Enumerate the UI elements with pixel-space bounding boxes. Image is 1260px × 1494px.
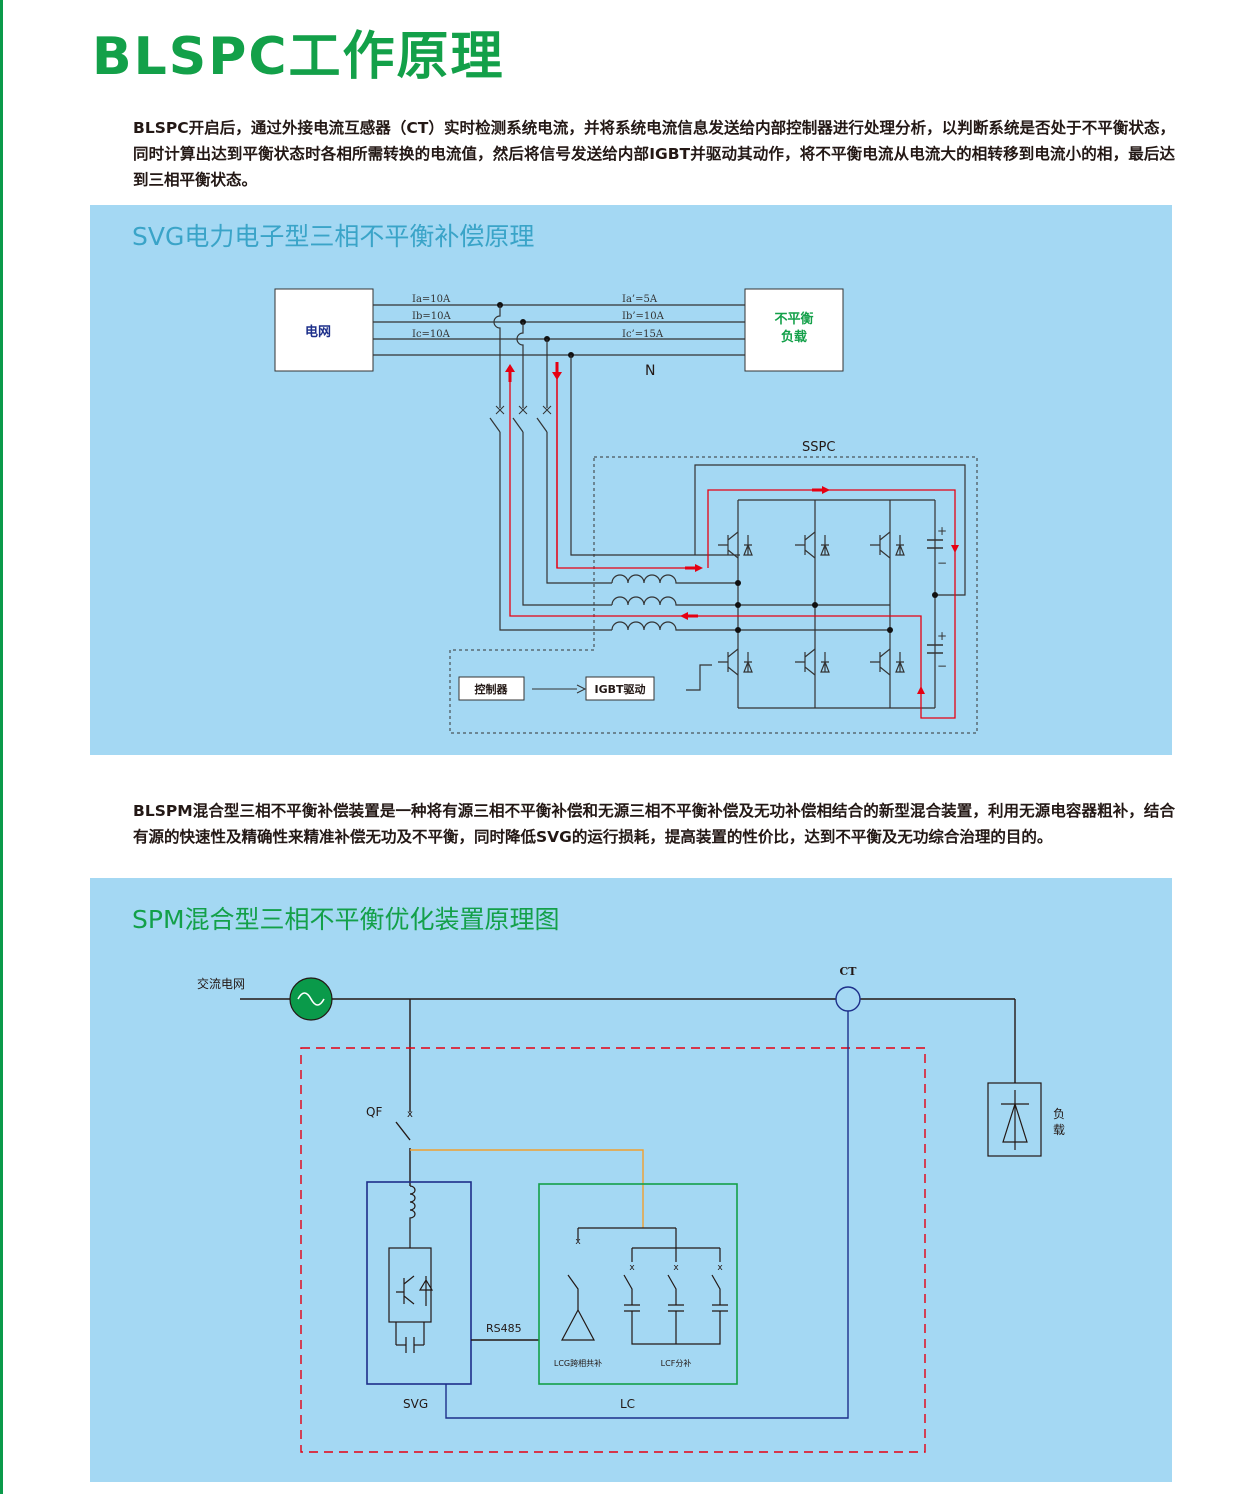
cap1-minus: − xyxy=(937,556,947,570)
ia-label: Ia=10A xyxy=(412,294,451,305)
page-title: BLSPC工作原理 xyxy=(92,27,505,87)
orange-feed-wire xyxy=(410,1149,644,1228)
rs485-label: RS485 xyxy=(486,1322,522,1335)
ib-prime-label: Ib’=10A xyxy=(622,311,665,322)
intro-paragraph: BLSPC开启后，通过外接电流互感器（CT）实时检测系统电流，并将系统电流信息发… xyxy=(133,119,1175,189)
ac-grid-label: 交流电网 xyxy=(197,976,245,991)
lc-module-box xyxy=(538,1183,738,1385)
load-label-1: 负 xyxy=(1053,1107,1065,1121)
red-arrows xyxy=(505,362,959,694)
lcf-label: LCF分补 xyxy=(661,1358,692,1368)
svg-module-label: SVG xyxy=(403,1397,428,1411)
svg-text:x: x xyxy=(717,1263,723,1273)
dc-capacitors xyxy=(927,539,943,654)
svg-principle-panel: SVG电力电子型三相不平衡补偿原理 xyxy=(90,205,1172,755)
ic-prime-label: Ic’=15A xyxy=(622,329,664,340)
left-accent-bar xyxy=(0,0,3,1494)
sspc-label: SSPC xyxy=(802,440,835,455)
load-box xyxy=(987,1082,1042,1157)
compensation-current-path xyxy=(509,372,956,719)
svg-panel-title: SVG电力电子型三相不平衡补偿原理 xyxy=(132,222,535,251)
load-label-2: 载 xyxy=(1053,1123,1065,1137)
svg-text:x: x xyxy=(575,1237,581,1247)
switch-x-marks xyxy=(495,405,552,415)
phase-lines xyxy=(373,304,745,356)
ct-label: CT xyxy=(840,965,858,978)
igbt-cells xyxy=(718,531,905,676)
igbt-driver-label: IGBT驱动 xyxy=(594,682,645,696)
lc-switch-marks: x x x x xyxy=(575,1237,723,1273)
controller-box xyxy=(458,676,525,701)
load-label-1: 不平衡 xyxy=(774,311,813,327)
spm-panel-title: SPM混合型三相不平衡优化装置原理图 xyxy=(132,905,560,934)
qf-label: QF xyxy=(366,1105,382,1119)
igbt-driver-box xyxy=(585,676,655,701)
lc-capacitor-network xyxy=(561,1227,728,1345)
cap1-plus: + xyxy=(937,524,947,538)
svg-reactor-icon xyxy=(388,1185,434,1353)
svg-text:x: x xyxy=(629,1263,635,1273)
ctrl-arrowhead xyxy=(576,684,587,694)
inductors xyxy=(611,574,890,631)
ib-label: Ib=10A xyxy=(412,311,451,322)
lcg-label: LCG跨相共补 xyxy=(554,1358,602,1368)
qf-x-mark: x xyxy=(407,1109,413,1120)
svg-text:x: x xyxy=(673,1263,679,1273)
ic-label: Ic=10A xyxy=(412,329,451,340)
controller-label: 控制器 xyxy=(475,682,509,696)
sine-wave-icon xyxy=(297,992,325,1006)
sspc-boundary xyxy=(449,456,978,734)
neutral-label: N xyxy=(645,363,655,379)
diode-load-icon xyxy=(1001,1090,1029,1150)
spm-paragraph: BLSPM混合型三相不平衡补偿装置是一种将有源三相不平衡补偿和无源三相不平衡补偿… xyxy=(133,802,1175,846)
svg-module-box xyxy=(366,1181,472,1385)
main-bus xyxy=(240,998,1016,1186)
cap2-plus: + xyxy=(937,629,947,643)
cap2-minus: − xyxy=(937,659,947,673)
unbalanced-load-box xyxy=(744,288,844,372)
spm-principle-panel: SPM混合型三相不平衡优化装置原理图 xyxy=(90,878,1172,1482)
drop-wires xyxy=(489,305,740,631)
grid-box xyxy=(274,288,374,372)
bridge-dots xyxy=(735,580,938,633)
ct-signal-wire xyxy=(445,1011,849,1419)
ct-sensor-icon xyxy=(835,986,861,1012)
load-label-2: 负载 xyxy=(781,329,807,345)
grid-label: 电网 xyxy=(305,324,331,340)
lc-module-label: LC xyxy=(620,1397,635,1411)
ia-prime-label: Ia’=5A xyxy=(622,294,658,305)
device-enclosure xyxy=(300,1047,926,1453)
